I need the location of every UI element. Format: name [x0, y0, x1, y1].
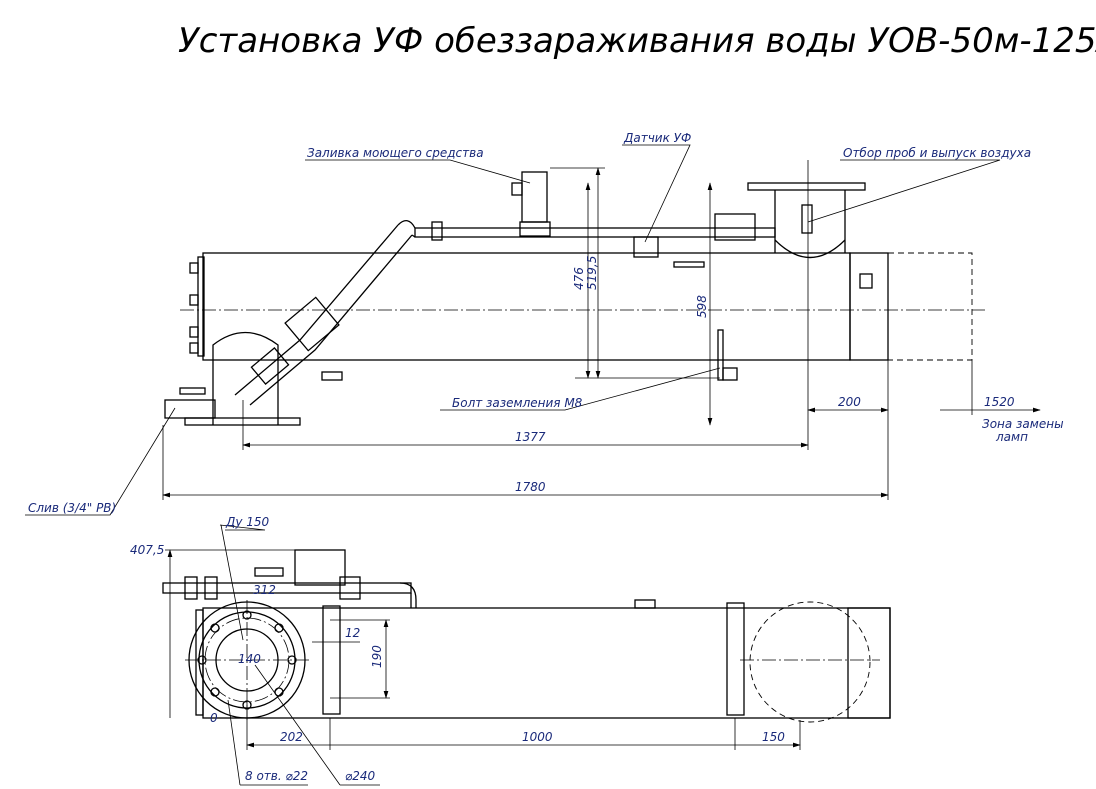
dim-202: 202	[280, 730, 303, 744]
callout-uv-sensor: Датчик УФ	[623, 131, 691, 145]
dim-476: 476	[572, 267, 586, 290]
lamp-head	[849, 252, 889, 361]
dim-200: 200	[838, 395, 861, 409]
dim-190: 190	[370, 645, 384, 668]
outlet-flange	[747, 182, 866, 191]
callout-lamp-zone-1: Зона замены	[982, 417, 1064, 431]
callout-lamp-zone-2: ламп	[995, 430, 1028, 444]
dim-1520: 1520	[984, 395, 1015, 409]
dim-312: 312	[253, 583, 276, 597]
callout-ground-bolt: Болт заземления М8	[452, 396, 583, 410]
callout-holes: 8 отв. ⌀22	[245, 769, 308, 783]
reactor-body	[202, 252, 851, 361]
inlet-pipe	[234, 224, 413, 406]
plan-view	[162, 524, 891, 786]
upper-pipe	[414, 227, 776, 238]
callout-detergent: Заливка моющего средства	[307, 146, 484, 160]
dim-1377: 1377	[515, 430, 546, 444]
inlet-flange-leg	[212, 332, 279, 425]
dim-407: 407,5	[130, 543, 164, 557]
dim-1780: 1780	[515, 480, 546, 494]
dim-150: 150	[762, 730, 785, 744]
reactor-body-plan	[202, 607, 891, 719]
drawing-title: Установка УФ обеззараживания воды УОВ-50…	[178, 21, 1096, 61]
pipe-plan	[162, 582, 412, 594]
front-view	[25, 144, 1041, 516]
dim-598: 598	[695, 295, 709, 318]
detergent-valve	[521, 171, 548, 223]
callout-dn: Ду 150	[225, 515, 270, 529]
dim-0: 0	[210, 711, 218, 725]
end-cap-bolts	[189, 262, 199, 354]
callout-drain: Слив (3/4" РВ)	[28, 501, 116, 515]
dim-1000: 1000	[522, 730, 553, 744]
dim-12: 12	[345, 626, 360, 640]
dim-140: 140	[238, 652, 261, 666]
callout-sampling: Отбор проб и выпуск воздуха	[843, 146, 1031, 160]
dim-519: 519,5	[585, 256, 599, 290]
uv-sensor	[633, 236, 659, 258]
drain-valve	[164, 399, 216, 419]
lamp-zone	[887, 252, 973, 361]
callout-pcd: ⌀240	[345, 769, 375, 783]
